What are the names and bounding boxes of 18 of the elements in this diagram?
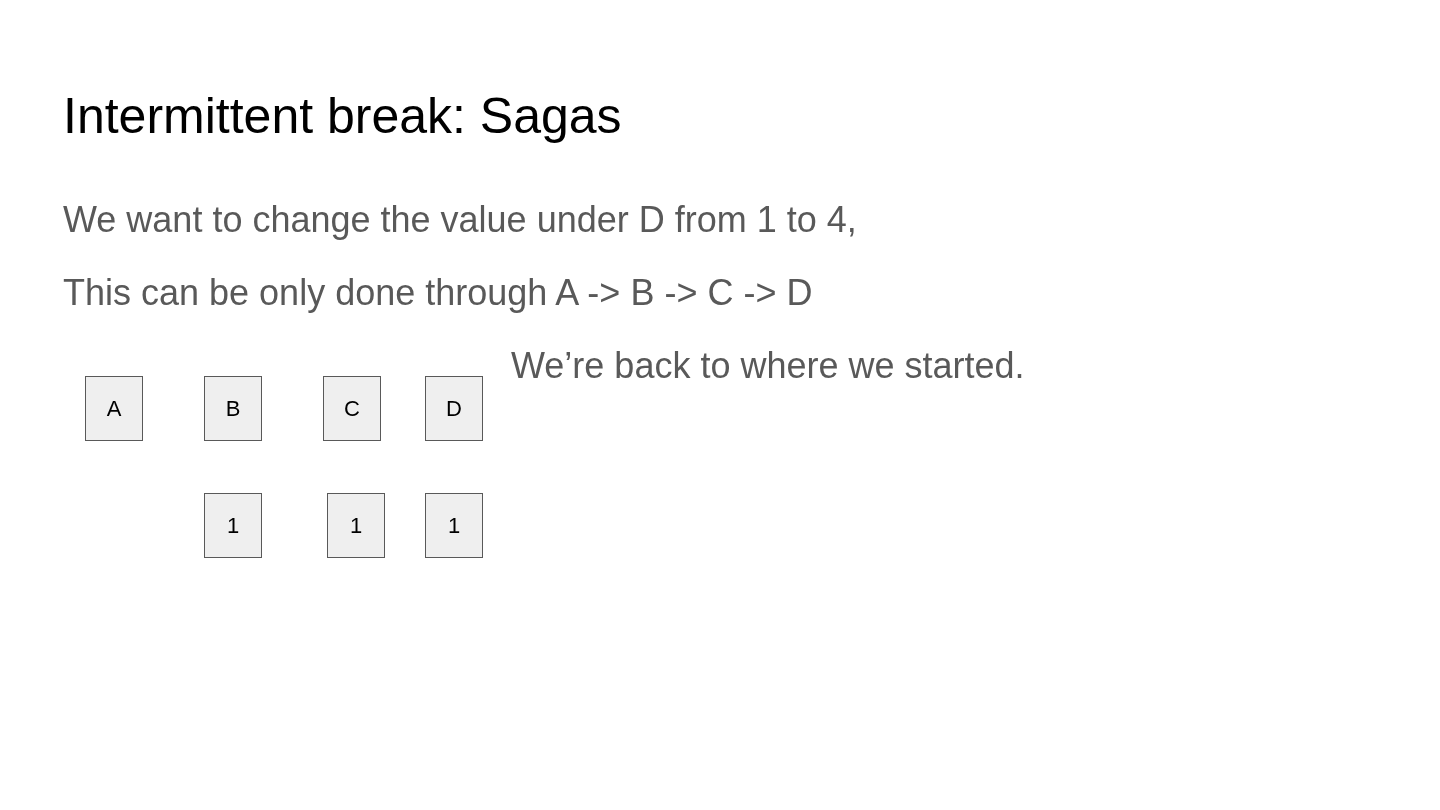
value-box xyxy=(327,493,385,558)
value-box xyxy=(425,493,483,558)
body-text: This can be only done through A -> B -> C -> D xyxy=(63,271,813,315)
box-label: 1 xyxy=(349,512,363,539)
value-box xyxy=(425,376,483,441)
box-label: B xyxy=(225,395,241,422)
value-box xyxy=(85,376,143,441)
box-label: A xyxy=(106,395,122,422)
value-box xyxy=(204,376,262,441)
box-label: 1 xyxy=(447,512,461,539)
box-label: 1 xyxy=(226,512,240,539)
box-label: D xyxy=(446,395,462,422)
body-text: We’re back to where we started. xyxy=(511,344,1025,388)
value-box xyxy=(323,376,381,441)
slide-title: Intermittent break: Sagas xyxy=(63,88,622,146)
value-box xyxy=(204,493,262,558)
box-label: C xyxy=(344,395,360,422)
body-text: We want to change the value under D from 1 to 4, xyxy=(63,198,857,242)
